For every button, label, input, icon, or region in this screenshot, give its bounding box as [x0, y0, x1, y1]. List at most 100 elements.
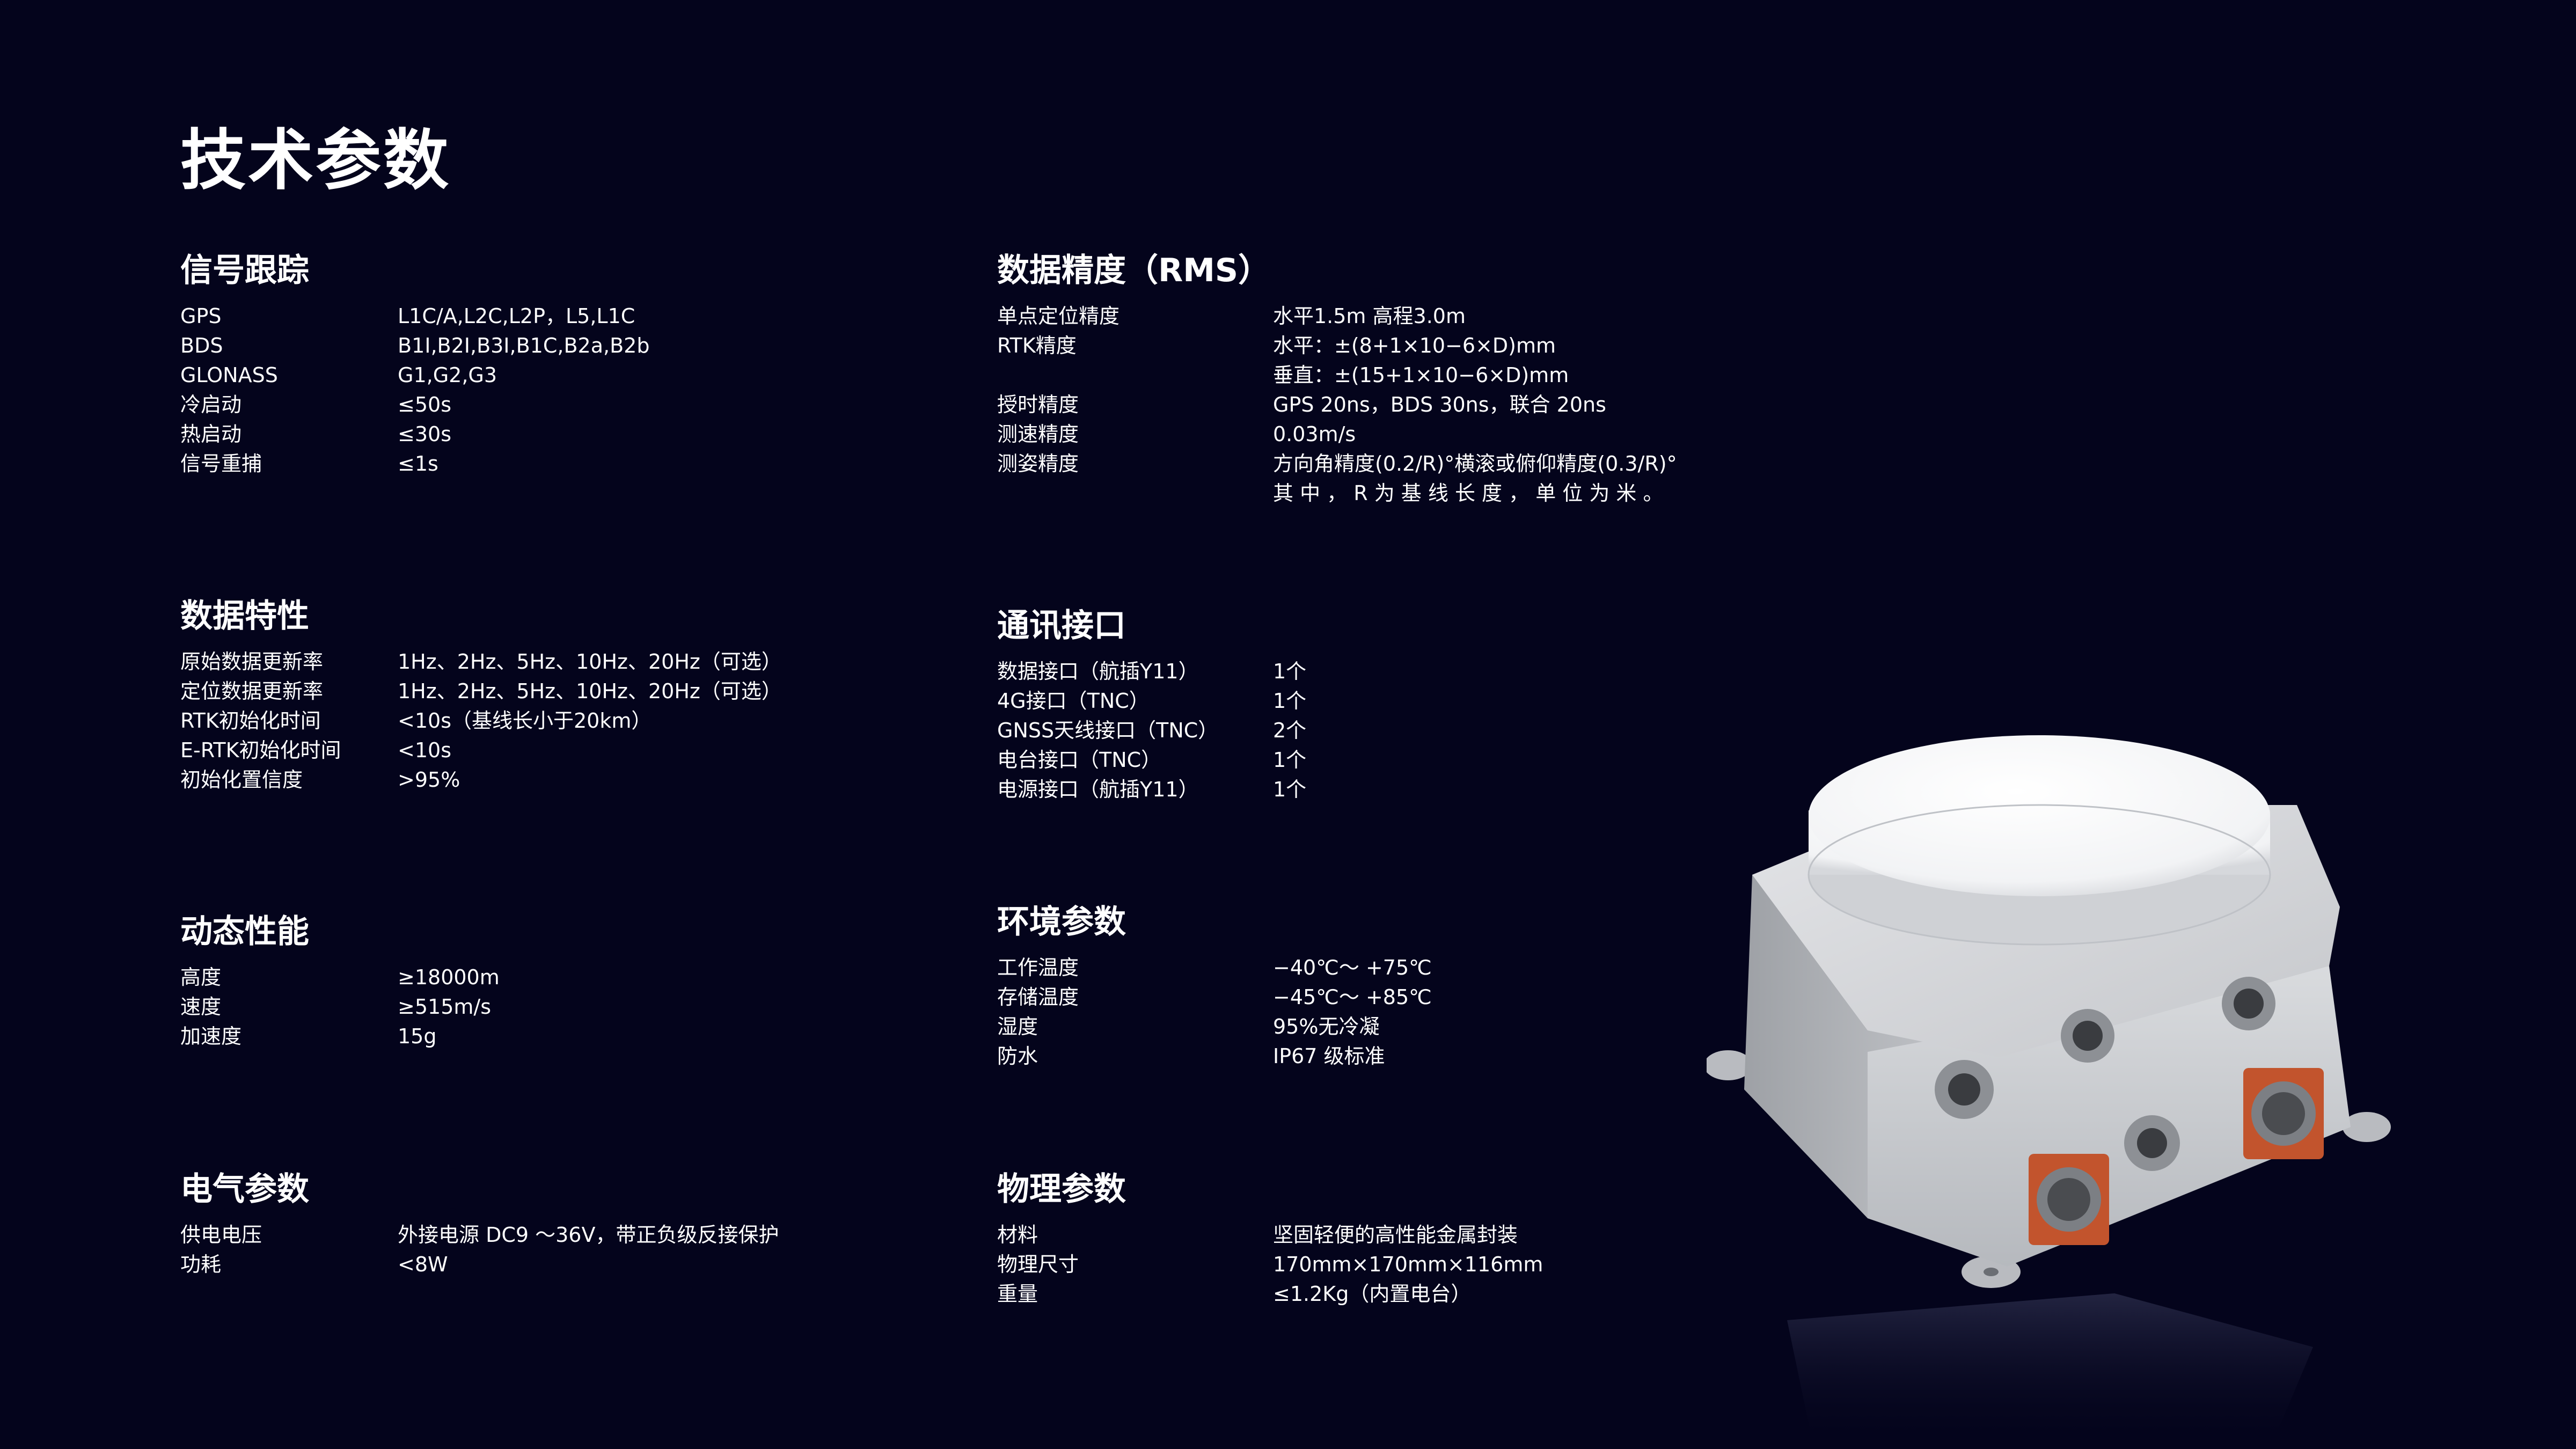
spec-label: 热启动: [180, 422, 242, 446]
spec-value: ≤1.2Kg（内置电台）: [1273, 1282, 1472, 1306]
spec-row: RTK精度 水平：±(8+1×10−6×D)mm 垂直：±(15+1×10−6×D)…: [997, 331, 1677, 390]
spec-value: −40℃～ +75℃: [1273, 956, 1432, 979]
spec-value: <8W: [398, 1253, 448, 1276]
spec-value: L1C/A,L2C,L2P，L5,L1C: [398, 304, 635, 328]
spec-label: 单点定位精度: [997, 304, 1120, 328]
spec-label: 速度: [180, 995, 222, 1019]
spec-row: 信号重捕 ≤1s: [180, 449, 649, 479]
spec-row: 定位数据更新率 1Hz、2Hz、5Hz、10Hz、20Hz（可选）: [180, 677, 782, 706]
spec-value: −45℃～ +85℃: [1273, 985, 1432, 1009]
spec-row: 速度 ≥515m/s: [180, 992, 500, 1022]
section-title: 物理参数: [997, 1170, 1126, 1208]
spec-value: <10s（基线长小于20km）: [398, 709, 652, 733]
section-title: 通讯接口: [997, 607, 1126, 645]
spec-value-continued: 垂直：±(15+1×10−6×D)mm: [1273, 363, 1569, 387]
spec-label: 重量: [997, 1282, 1038, 1306]
spec-row: GNSS天线接口（TNC） 2个: [997, 716, 1306, 745]
spec-value: ≥515m/s: [398, 995, 491, 1019]
spec-value: 2个: [1273, 719, 1307, 742]
spec-value: 1个: [1273, 748, 1307, 772]
spec-row: RTK初始化时间 <10s（基线长小于20km）: [180, 706, 782, 736]
spec-value: ≥18000m: [398, 965, 500, 989]
spec-value: ≤1s: [398, 452, 438, 475]
spec-label: 供电电压: [180, 1223, 262, 1247]
spec-label: 冷启动: [180, 393, 242, 416]
section-title: 动态性能: [180, 913, 309, 950]
spec-label: GLONASS: [180, 363, 278, 387]
page-title: 技术参数: [180, 122, 451, 199]
spec-label: 功耗: [180, 1253, 222, 1276]
spec-label: 授时精度: [997, 393, 1079, 416]
spec-label: 湿度: [997, 1015, 1038, 1038]
spec-label: 存储温度: [997, 985, 1079, 1009]
spec-value: 1个: [1273, 660, 1307, 683]
spec-row: GLONASS G1,G2,G3: [180, 361, 649, 390]
spec-label: 电源接口（航插Y11）: [997, 778, 1199, 801]
spec-value: B1I,B2I,B3I,B1C,B2a,B2b: [398, 334, 650, 357]
section-title: 电气参数: [180, 1170, 309, 1208]
spec-row: 4G接口（TNC） 1个: [997, 686, 1306, 716]
spec-row: BDS B1I,B2I,B3I,B1C,B2a,B2b: [180, 331, 649, 361]
spec-label: 初始化置信度: [180, 768, 303, 792]
spec-label: 信号重捕: [180, 452, 262, 475]
section-comm-interfaces: 通讯接口 数据接口（航插Y11） 1个 4G接口（TNC） 1个 GNSS天线接口（TN…: [997, 610, 1306, 804]
spec-label: E-RTK初始化时间: [180, 738, 341, 762]
spec-label: BDS: [180, 334, 223, 357]
spec-value: 水平：±(8+1×10−6×D)mm: [1273, 334, 1556, 357]
spec-row: 测姿精度 方向角精度(0.2/R)°横滚或俯仰精度(0.3/R)° 其 中 ， R …: [997, 449, 1677, 508]
spec-label: 原始数据更新率: [180, 650, 324, 674]
spec-value: IP67 级标准: [1273, 1044, 1385, 1068]
spec-label: 定位数据更新率: [180, 679, 324, 703]
spec-row: 材料坚固轻便的高性能金属封装: [997, 1220, 1543, 1250]
spec-value: ≤30s: [398, 422, 451, 446]
spec-row: 单点定位精度 水平1.5m 高程3.0m: [997, 302, 1677, 331]
spec-row: 原始数据更新率 1Hz、2Hz、5Hz、10Hz、20Hz（可选）: [180, 647, 782, 677]
spec-row: 重量 ≤1.2Kg（内置电台）: [997, 1279, 1543, 1309]
spec-label: GPS: [180, 304, 222, 328]
spec-label: 数据接口（航插Y11）: [997, 660, 1199, 683]
spec-label: GNSS天线接口（TNC）: [997, 719, 1219, 742]
spec-row: 初始化置信度>95%: [180, 765, 782, 795]
spec-row: 电源接口（航插Y11） 1个: [997, 775, 1306, 804]
spec-value: 1个: [1273, 689, 1307, 713]
section-title: 数据精度（RMS）: [997, 252, 1271, 289]
spec-label: 物理尺寸: [997, 1253, 1079, 1276]
spec-row: 存储温度 −45℃～ +85℃: [997, 983, 1432, 1012]
gnss-receiver-device-image: [1707, 735, 2391, 1449]
spec-value: 方向角精度(0.2/R)°横滚或俯仰精度(0.3/R)°: [1273, 452, 1677, 475]
section-title: 信号跟踪: [180, 252, 309, 289]
spec-label: 电台接口（TNC）: [997, 748, 1162, 772]
spec-label: 测姿精度: [997, 452, 1079, 475]
spec-value: 坚固轻便的高性能金属封装: [1273, 1223, 1518, 1247]
spec-label: RTK精度: [997, 334, 1077, 357]
spec-value-continued: 其 中 ， R 为 基 线 长 度 ， 单 位 为 米 。: [1273, 481, 1664, 505]
spec-value: G1,G2,G3: [398, 363, 497, 387]
section-electrical: 电气参数 供电电压外接电源 DC9 ～36V，带正负级反接保护功耗<8W: [180, 1173, 779, 1279]
section-title: 环境参数: [997, 903, 1126, 941]
spec-row: 冷启动≤50s: [180, 390, 649, 420]
spec-row: E-RTK初始化时间<10s: [180, 736, 782, 765]
spec-value: 水平1.5m 高程3.0m: [1273, 304, 1466, 328]
spec-label: 测速精度: [997, 422, 1079, 446]
spec-row: 热启动 ≤30s: [180, 420, 649, 449]
spec-row: GPS L1C/A,L2C,L2P，L5,L1C: [180, 302, 649, 331]
spec-label: 高度: [180, 965, 222, 989]
spec-value: 15g: [398, 1024, 437, 1048]
spec-label: RTK初始化时间: [180, 709, 321, 733]
spec-value: 1个: [1273, 778, 1307, 801]
spec-row: 工作温度−40℃～ +75℃: [997, 953, 1432, 983]
spec-label: 4G接口（TNC）: [997, 689, 1150, 713]
spec-value: 1Hz、2Hz、5Hz、10Hz、20Hz（可选）: [398, 679, 782, 703]
spec-value: 1Hz、2Hz、5Hz、10Hz、20Hz（可选）: [398, 650, 782, 674]
